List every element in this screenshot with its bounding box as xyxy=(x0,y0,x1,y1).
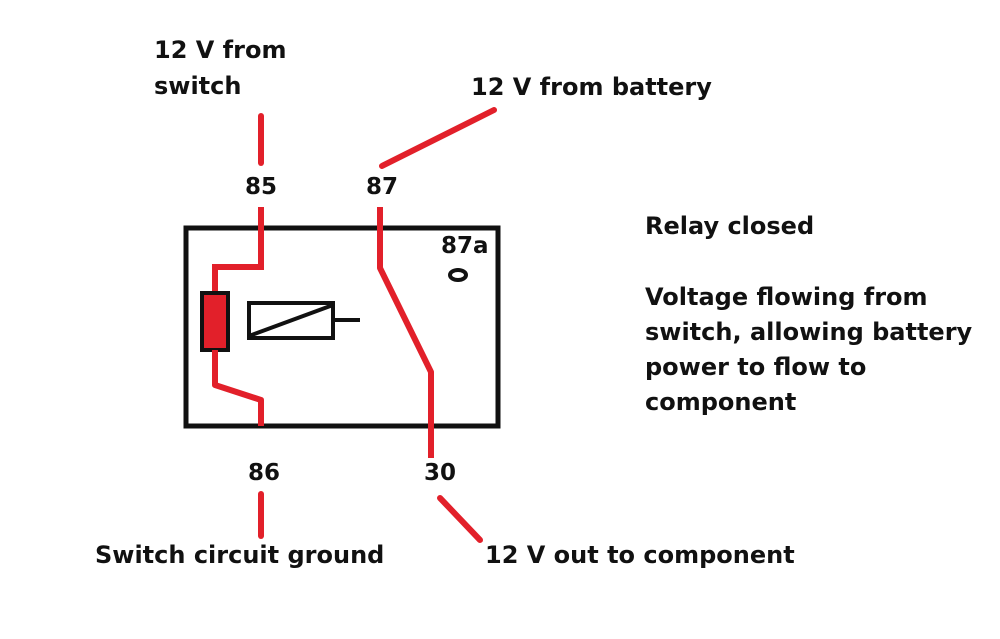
pin-85-label: 85 xyxy=(245,174,278,200)
contact-87a xyxy=(448,268,468,282)
wire-coil-to-pin86 xyxy=(212,350,264,426)
wire-closed-contact xyxy=(377,207,434,458)
wire-battery-input xyxy=(379,107,497,169)
status-description-line: Voltage flowing from xyxy=(645,283,928,311)
label-switch-input-line1: 12 V from xyxy=(154,36,287,64)
pin-87-label: 87 xyxy=(366,174,399,200)
coil-element xyxy=(200,291,230,352)
label-switch-input-line2: switch xyxy=(154,72,242,100)
relay-housing xyxy=(183,225,501,429)
status-description-line: component xyxy=(645,388,797,416)
status-description-line: power to flow to xyxy=(645,353,867,381)
wire-component-output xyxy=(437,495,483,543)
label-ground: Switch circuit ground xyxy=(95,541,385,569)
label-battery-input: 12 V from battery xyxy=(471,73,712,101)
label-component-output: 12 V out to component xyxy=(485,541,795,569)
wire-pin85-to-coil xyxy=(212,207,264,293)
status-description-line: switch, allowing battery xyxy=(645,318,973,346)
actuator-diagonal xyxy=(248,303,334,338)
status-title: Relay closed xyxy=(645,212,815,240)
pin-30-label: 30 xyxy=(424,460,457,486)
pin-86-label: 86 xyxy=(248,460,281,486)
pin-87a-label: 87a xyxy=(441,233,489,259)
